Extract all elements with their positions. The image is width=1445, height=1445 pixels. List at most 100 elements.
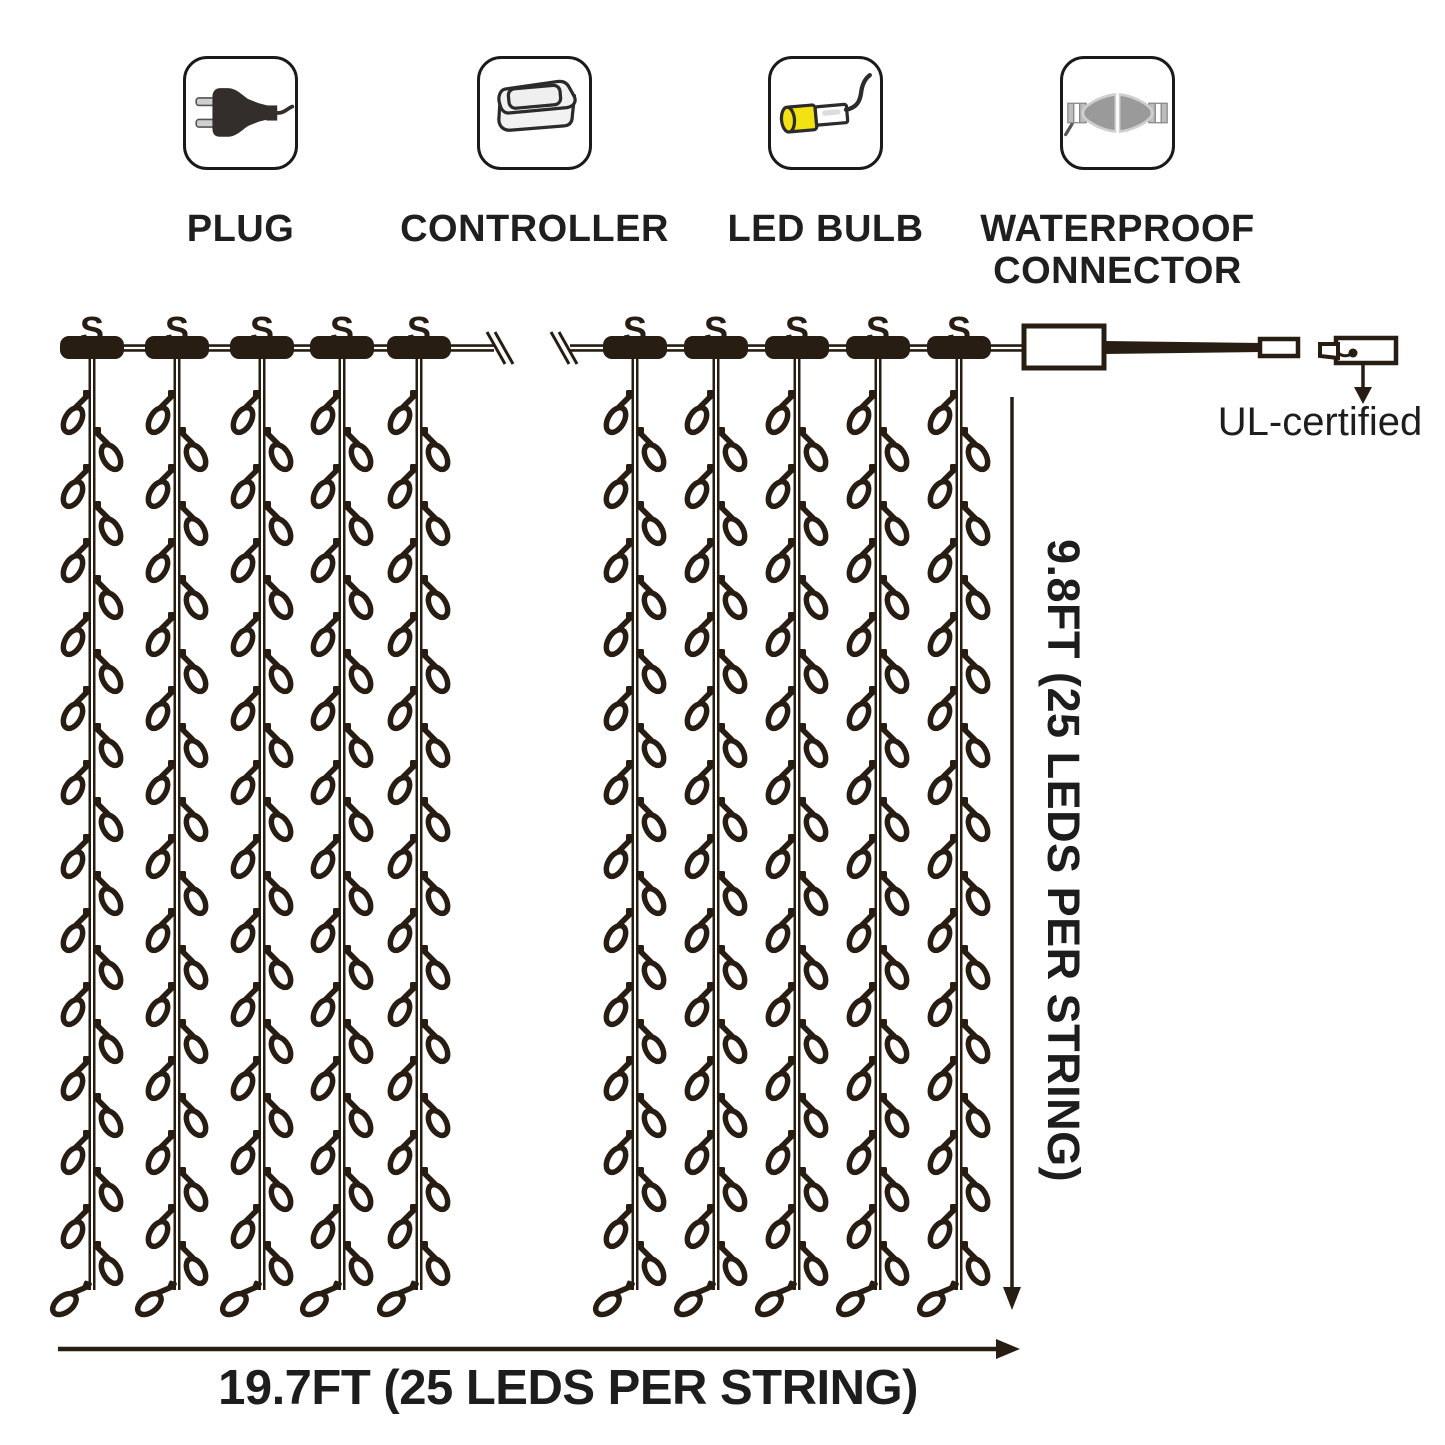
led-light	[59, 908, 91, 954]
led-light	[386, 612, 418, 658]
led-light	[386, 464, 418, 510]
led-light	[764, 1204, 796, 1250]
led-light	[386, 760, 418, 806]
wire-clip	[603, 336, 667, 359]
led-light	[59, 1056, 91, 1102]
led-light	[764, 1056, 796, 1102]
led-light	[798, 945, 830, 991]
wire-clip	[60, 336, 124, 359]
cord-tip	[1257, 336, 1301, 359]
led-light	[144, 390, 176, 436]
led-light	[683, 908, 715, 954]
led-light	[926, 1130, 958, 1176]
led-light	[913, 1271, 959, 1325]
led-light	[343, 945, 375, 991]
legend-label-controller: CONTROLLER	[345, 208, 725, 250]
led-light	[960, 1093, 992, 1139]
led-light	[263, 945, 295, 991]
led-light	[636, 501, 668, 547]
led-light	[717, 427, 749, 473]
led-light	[309, 1204, 341, 1250]
led-light	[879, 797, 911, 843]
legend-label-line: CONNECTOR	[993, 250, 1242, 292]
s-hook: S	[947, 309, 971, 350]
led-light	[178, 1019, 210, 1065]
led-light	[670, 1271, 716, 1325]
led-light	[683, 686, 715, 732]
legend-item-plug: PLUG	[183, 56, 298, 250]
legend-label-led-bulb: LED BULB	[636, 208, 1016, 250]
led-light	[420, 1241, 452, 1287]
led-light	[386, 686, 418, 732]
ul-certified-label: UL-certified	[1217, 400, 1423, 444]
legend-label-line: WATERPROOF	[980, 208, 1255, 250]
led-light	[343, 797, 375, 843]
led-light	[636, 1241, 668, 1287]
led-light	[879, 1019, 911, 1065]
led-light	[845, 1056, 877, 1102]
led-light	[263, 1019, 295, 1065]
led-light	[879, 427, 911, 473]
led-light	[309, 686, 341, 732]
led-light	[229, 1130, 261, 1176]
led-light	[144, 834, 176, 880]
led-light	[717, 1093, 749, 1139]
ul-plug	[1318, 335, 1399, 366]
led-light	[93, 1167, 125, 1213]
s-hook: S	[704, 309, 728, 350]
led-light	[263, 575, 295, 621]
led-light	[683, 538, 715, 584]
led-light	[309, 908, 341, 954]
led-light	[798, 649, 830, 695]
led-light	[717, 501, 749, 547]
led-light	[93, 501, 125, 547]
led-light	[420, 797, 452, 843]
led-light	[960, 1167, 992, 1213]
legend-label-waterproof-connector: WATERPROOF CONNECTOR	[928, 208, 1308, 292]
led-light	[636, 723, 668, 769]
led-light	[229, 1204, 261, 1250]
led-light	[602, 1204, 634, 1250]
led-light	[832, 1271, 878, 1325]
led-light	[229, 612, 261, 658]
led-light	[309, 834, 341, 880]
led-light	[683, 1130, 715, 1176]
led-light	[420, 1167, 452, 1213]
s-hook: S	[866, 309, 890, 350]
legend-label-line: CONTROLLER	[400, 208, 669, 250]
wire-clip	[230, 336, 294, 359]
led-light	[717, 649, 749, 695]
led-light	[798, 723, 830, 769]
led-light	[229, 390, 261, 436]
led-light	[798, 1241, 830, 1287]
s-hook: S	[165, 309, 189, 350]
led-bulb-icon-art	[779, 73, 872, 134]
led-light	[420, 945, 452, 991]
led-light	[229, 464, 261, 510]
light-string: S	[913, 309, 992, 1325]
led-light	[93, 575, 125, 621]
led-light	[420, 1093, 452, 1139]
led-light	[798, 1167, 830, 1213]
led-light	[960, 427, 992, 473]
led-light	[683, 1056, 715, 1102]
led-light	[343, 723, 375, 769]
led-light	[879, 871, 911, 917]
led-light	[798, 871, 830, 917]
led-light	[879, 1167, 911, 1213]
led-light	[59, 686, 91, 732]
led-light	[93, 427, 125, 473]
led-light	[178, 427, 210, 473]
led-light	[343, 1093, 375, 1139]
led-light	[602, 760, 634, 806]
led-light	[798, 501, 830, 547]
led-light	[845, 982, 877, 1028]
light-string: S	[589, 309, 668, 1325]
led-light	[309, 982, 341, 1028]
led-light	[386, 982, 418, 1028]
led-light	[602, 538, 634, 584]
led-light	[178, 1093, 210, 1139]
led-light	[59, 1204, 91, 1250]
led-light	[764, 908, 796, 954]
